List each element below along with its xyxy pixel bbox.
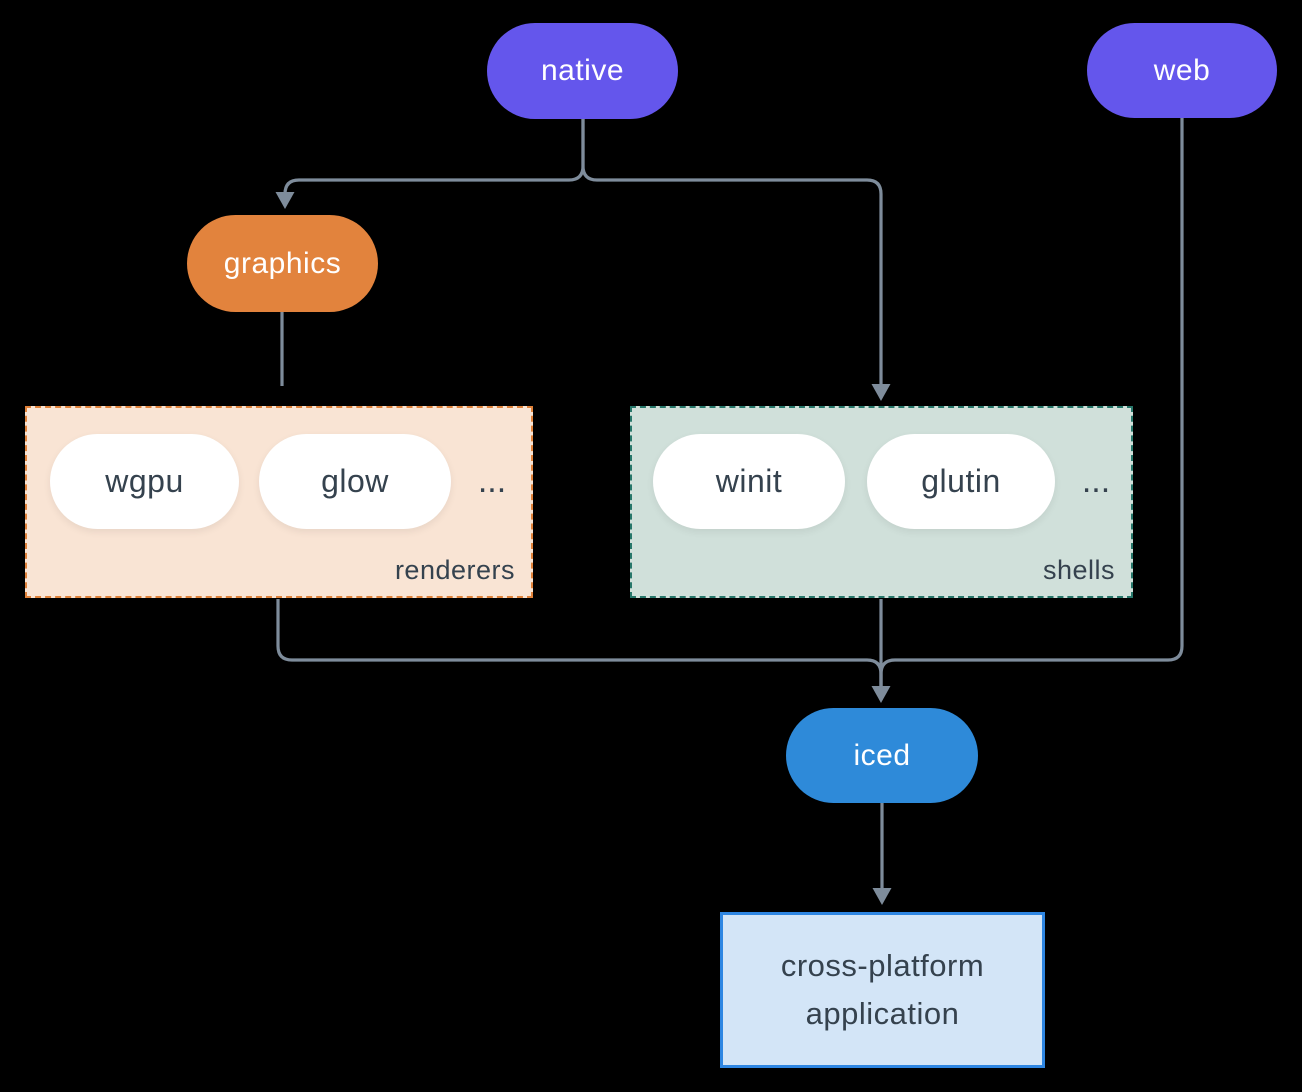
node-graphics: graphics: [187, 215, 378, 312]
edge-renderers-to-iced: [276, 599, 883, 686]
arrowhead-shells: [871, 384, 891, 401]
node-graphics-label: graphics: [223, 246, 342, 280]
node-cross-platform-application: cross-platform application: [720, 912, 1045, 1068]
shells-ellipsis: ...: [1081, 462, 1111, 500]
renderers-ellipsis: ...: [477, 462, 507, 500]
node-web: web: [1087, 23, 1277, 118]
node-application-label: cross-platform application: [780, 948, 985, 1031]
node-native: native: [487, 23, 678, 119]
node-winit-label: winit: [715, 463, 783, 499]
node-wgpu: wgpu: [50, 434, 239, 529]
node-web-label: web: [1153, 53, 1211, 87]
node-glutin-label: glutin: [921, 463, 1001, 499]
node-iced-label: iced: [853, 738, 911, 772]
node-wgpu-label: wgpu: [105, 463, 184, 499]
edge-native-to-shells: [581, 118, 883, 384]
edge-native-to-graphics: [283, 118, 585, 195]
group-shells-label: shells: [1042, 555, 1115, 585]
group-renderers: wgpu glow ... renderers: [25, 406, 533, 598]
node-glow: glow: [259, 434, 451, 529]
arrowhead-graphics: [275, 192, 295, 209]
node-glutin: glutin: [867, 434, 1055, 529]
arrowhead-iced: [871, 686, 891, 703]
arrowhead-application: [872, 888, 892, 905]
node-glow-label: glow: [321, 463, 389, 499]
edge-web-to-iced: [879, 118, 1184, 686]
node-winit: winit: [653, 434, 845, 529]
group-shells: winit glutin ... shells: [630, 406, 1133, 598]
node-iced: iced: [786, 708, 978, 803]
group-renderers-label: renderers: [394, 555, 515, 585]
node-native-label: native: [540, 54, 625, 87]
